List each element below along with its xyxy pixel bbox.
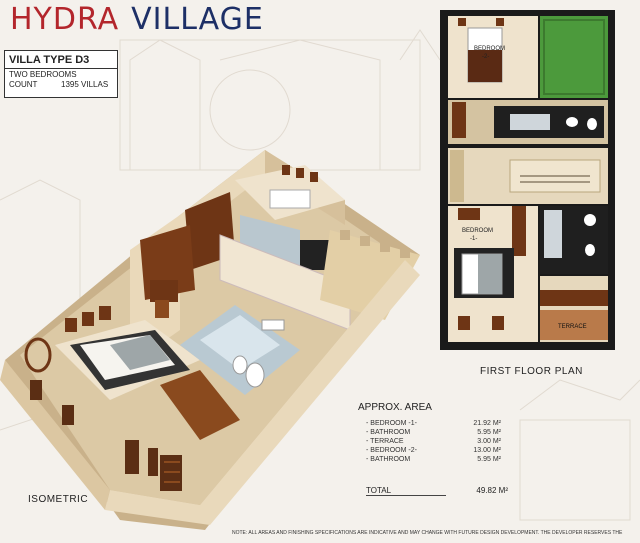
iso-art-1: [282, 165, 290, 175]
count-value: 1395 VILLAS: [61, 80, 109, 89]
plan-terrace-rail: [540, 290, 608, 306]
isometric-caption: ISOMETRIC: [28, 494, 89, 505]
floor-plan-caption: FIRST FLOOR PLAN: [480, 366, 583, 377]
area-row-value: 3.00 M²: [477, 438, 501, 445]
iso-merlon: [400, 248, 410, 258]
area-table: APPROX. AREA - BEDROOM -1- 21.92 M² - BAT…: [358, 402, 508, 464]
iso-bidet: [232, 355, 248, 375]
iso-front-wall: [105, 260, 420, 525]
plan-garden-border: [543, 19, 605, 95]
plan-garden: [540, 16, 608, 98]
iso-art-2: [296, 168, 304, 178]
area-row: - BEDROOM -1- 21.92 M²: [358, 419, 508, 428]
iso-art-4: [65, 318, 77, 332]
bedrooms-line: TWO BEDROOMS: [9, 70, 77, 79]
brand-title: HYDRA VILLAGE: [10, 2, 264, 37]
plan-tub-1: [544, 210, 562, 258]
iso-art-6: [99, 306, 111, 320]
iso-chair: [155, 300, 169, 318]
count-label: COUNT: [9, 80, 38, 89]
iso-bed-2: [269, 189, 311, 209]
disclaimer-note: NOTE: ALL AREAS AND FINISHING SPECIFICAT…: [232, 530, 623, 536]
area-row-label: - BEDROOM -1-: [366, 420, 417, 427]
iso-window: [30, 380, 42, 400]
plan-wardrobe-1: [512, 206, 526, 256]
iso-merlon: [380, 242, 390, 252]
iso-window: [148, 448, 158, 476]
plan-chair: [458, 316, 470, 330]
iso-window: [125, 440, 139, 474]
area-row-value: 5.95 M²: [477, 429, 501, 436]
plan-bed1-throw: [478, 254, 502, 294]
iso-window: [62, 405, 74, 425]
plan-bedroom2-num: -2-: [482, 54, 489, 60]
villa-type-label: VILLA TYPE D3: [5, 51, 117, 69]
plan-bedroom2-label: BEDROOM: [474, 46, 505, 52]
plan-toilet-1: [585, 244, 595, 256]
plan-wall-niche: [450, 150, 464, 202]
plan-terrace: [540, 310, 608, 340]
plan-chair: [492, 316, 504, 330]
title-word-1: HYDRA: [10, 2, 120, 37]
iso-art-3: [310, 172, 318, 182]
iso-merlon: [340, 230, 350, 240]
iso-desk: [150, 280, 178, 302]
iso-mirror: [24, 337, 52, 373]
plan-lamp: [496, 18, 504, 26]
iso-merlon: [360, 236, 370, 246]
plan-basin-2: [566, 117, 578, 127]
area-row: - BATHROOM 5.95 M²: [358, 455, 508, 464]
plan-bedroom1-num: -1-: [470, 236, 477, 242]
area-row-value: 21.92 M²: [473, 420, 501, 427]
iso-left-front-wall: [0, 360, 110, 510]
area-row-label: - TERRACE: [366, 438, 404, 445]
area-heading: APPROX. AREA: [358, 402, 432, 413]
area-row: - TERRACE 3.00 M²: [358, 437, 508, 446]
area-row: - BATHROOM 5.95 M²: [358, 428, 508, 437]
plan-terrace-label: TERRACE: [558, 324, 587, 330]
plan-toilet-2: [587, 118, 597, 130]
floor-plan: BEDROOM -2- BEDROOM -1- TERRACE: [440, 10, 615, 350]
iso-bath-floor: [200, 315, 280, 370]
area-total-row: TOTAL 49.82 M²: [366, 486, 508, 496]
iso-corridor: [160, 370, 240, 440]
area-row-label: - BATHROOM: [366, 456, 411, 463]
count-line: COUNT 1395 VILLAS: [5, 79, 117, 89]
iso-bed-throw: [110, 335, 170, 370]
title-word-2: VILLAGE: [131, 2, 264, 37]
plan-basin-1: [584, 214, 596, 226]
iso-art-5: [82, 312, 94, 326]
area-row: - BEDROOM -2- 13.00 M²: [358, 446, 508, 455]
plan-bedroom1-label: BEDROOM: [462, 228, 493, 234]
plan-desk: [458, 208, 480, 220]
area-row-value: 5.95 M²: [477, 456, 501, 463]
plan-tub-2: [510, 114, 550, 130]
area-row-label: - BATHROOM: [366, 429, 411, 436]
iso-toilet: [245, 362, 265, 388]
plan-bed2-throw: [468, 50, 502, 82]
area-row-label: - BEDROOM -2-: [366, 447, 417, 454]
area-total-label: TOTAL: [366, 486, 446, 496]
plan-lamp: [458, 18, 466, 26]
iso-vanity: [261, 319, 285, 331]
area-total-value: 49.82 M²: [476, 486, 508, 495]
area-row-value: 13.00 M²: [473, 447, 501, 454]
plan-closet-2: [452, 102, 466, 138]
villa-type-box: VILLA TYPE D3 TWO BEDROOMS COUNT 1395 VIL…: [4, 50, 118, 98]
